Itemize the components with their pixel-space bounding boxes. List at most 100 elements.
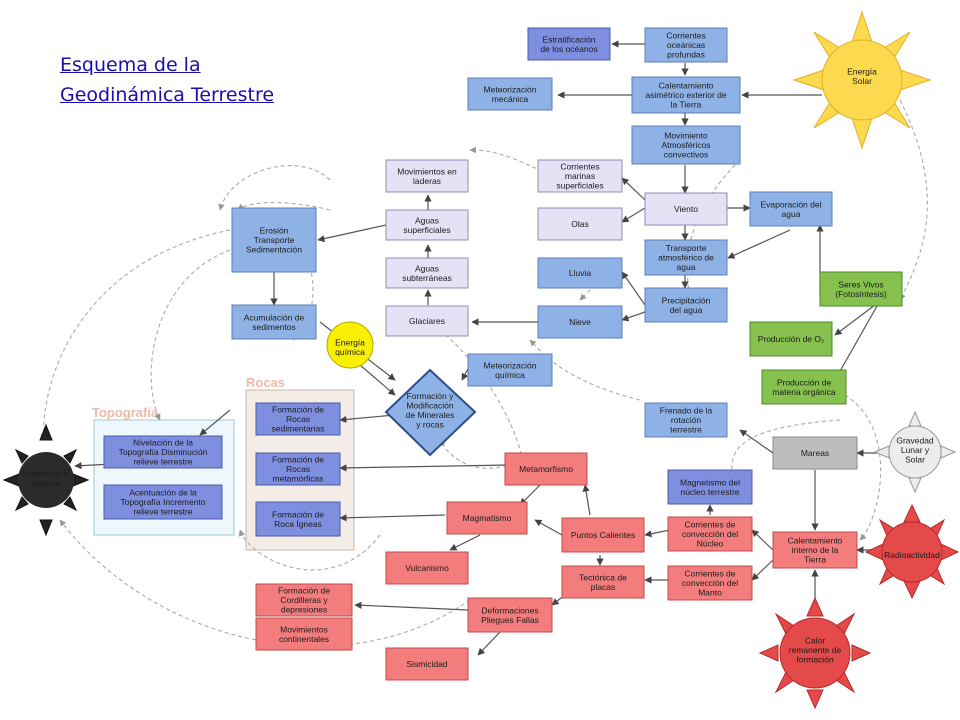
olas-label: Olas <box>571 219 588 229</box>
puntos-calientes-box <box>561 517 645 553</box>
lluvia-label: Lluvia <box>569 268 591 278</box>
viento-box <box>644 192 728 226</box>
erosion-box <box>231 207 317 273</box>
magmatismo-box <box>446 501 528 535</box>
acumulacion-box <box>231 304 317 340</box>
evaporacion-box <box>749 191 833 227</box>
estratificacion-box <box>527 27 611 61</box>
olas-node: Olas <box>537 207 623 241</box>
tectonica-box <box>561 565 645 599</box>
rocas-label: Rocas <box>246 375 285 390</box>
movimientos-laderas-box <box>385 159 469 193</box>
formacion-cordilleras-box <box>255 583 353 617</box>
mareas-label: Mareas <box>801 448 829 458</box>
sismicidad-box <box>385 647 469 681</box>
nieve-label: Nieve <box>569 317 591 327</box>
nivelacion-box <box>103 435 223 469</box>
formacion-igneas-box <box>255 501 341 537</box>
mareas-box <box>772 436 858 470</box>
precipitacion-box <box>644 287 728 323</box>
magmatismo-node: Magmatismo <box>446 501 528 535</box>
frenado-box <box>644 402 728 438</box>
lluvia-box <box>537 257 623 289</box>
nieve-box <box>537 305 623 339</box>
puntos-calientes-label: Puntos Calientes <box>571 530 635 540</box>
metamorfismo-label: Metamorfismo <box>519 464 573 474</box>
produccion-o2-label: Producción de O₂ <box>758 334 825 344</box>
magnetismo-box <box>667 469 753 505</box>
meteorizacion-mecanica-box <box>467 77 553 111</box>
radioactividad-label: Radioactividad <box>884 550 940 560</box>
vulcanismo-label: Vulcanismo <box>405 563 449 573</box>
vulcanismo-node: Vulcanismo <box>385 551 469 585</box>
meteorizacion-quimica-box <box>467 353 553 387</box>
produccion-o2-node: Producción de O₂ <box>749 321 833 357</box>
nieve-node: Nieve <box>537 305 623 339</box>
seres-vivos-label: Seres Vivos(Fotosíntesis) <box>835 279 887 299</box>
corrientes-marinas-box <box>537 159 623 193</box>
corrientes-manto-box <box>667 565 753 601</box>
seres-vivos-node: Seres Vivos(Fotosíntesis) <box>819 271 903 307</box>
puntos-calientes-node: Puntos Calientes <box>561 517 645 553</box>
acentuacion-box <box>103 484 223 520</box>
glaciares-label: Glaciares <box>409 316 445 326</box>
mareas-node: Mareas <box>772 436 858 470</box>
corrientes-oceanicas-box <box>644 27 728 63</box>
title-link[interactable]: Esquema de la Geodinámica Terrestre <box>60 54 275 106</box>
glaciares-node: Glaciares <box>385 305 469 337</box>
seres-vivos-box <box>819 271 903 307</box>
transporte-atmosferico-box <box>644 239 728 276</box>
corrientes-nucleo-box <box>667 516 753 552</box>
deformaciones-box <box>467 597 553 633</box>
lluvia-node: Lluvia <box>537 257 623 289</box>
